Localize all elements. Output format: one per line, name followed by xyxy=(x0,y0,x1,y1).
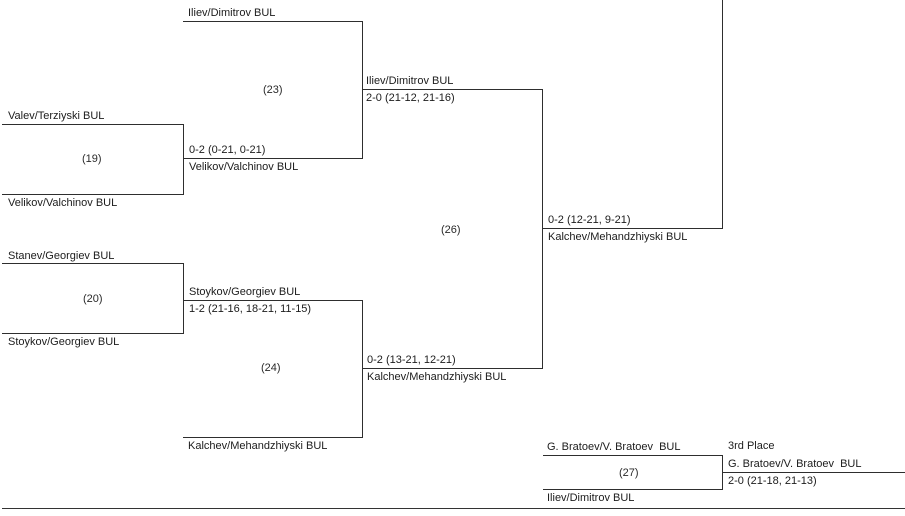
bracket-line xyxy=(362,89,543,90)
match23-score: 2-0 (21-12, 21-16) xyxy=(366,92,455,104)
bracket-line xyxy=(2,333,184,334)
bracket-line xyxy=(183,124,184,195)
match27-number: (27) xyxy=(619,467,639,479)
match19-winner: Velikov/Valchinov BUL xyxy=(189,161,299,173)
bracket-line xyxy=(183,21,363,22)
match27-score: 2-0 (21-18, 21-13) xyxy=(728,475,817,487)
bracket-line xyxy=(542,89,543,369)
bracket-line xyxy=(543,489,723,490)
match20-winner: Stoykov/Georgiev BUL xyxy=(189,286,301,298)
match23-number: (23) xyxy=(263,84,283,96)
bracket-line xyxy=(2,194,184,195)
match23-winner: Iliev/Dimitrov BUL xyxy=(366,75,454,87)
match24-score: 0-2 (13-21, 12-21) xyxy=(367,354,456,366)
bracket-line xyxy=(362,300,363,438)
match27-entrant-top: G. Bratoev/V. Bratoev BUL xyxy=(547,441,681,453)
match26-winner: Kalchev/Mehandzhiyski BUL xyxy=(548,231,688,243)
match24-number: (24) xyxy=(261,362,281,374)
match26-score: 0-2 (12-21, 9-21) xyxy=(548,214,631,226)
match19-entrant-top: Valev/Terziyski BUL xyxy=(8,110,105,122)
bracket-line xyxy=(362,21,363,159)
match26-number: (26) xyxy=(441,224,461,236)
bracket-line xyxy=(543,228,723,229)
match20-entrant-top: Stanev/Georgiev BUL xyxy=(8,250,115,262)
match23-entrant-top: Iliev/Dimitrov BUL xyxy=(188,7,276,19)
bracket-line xyxy=(183,437,363,438)
match20-entrant-bottom: Stoykov/Georgiev BUL xyxy=(8,336,120,348)
bracket-line xyxy=(2,124,184,125)
bracket-line xyxy=(362,368,543,369)
bracket-line xyxy=(183,300,363,301)
bracket-line xyxy=(543,455,723,456)
match20-number: (20) xyxy=(83,293,103,305)
bracket-line xyxy=(722,0,723,229)
bracket-line xyxy=(183,263,184,334)
bracket-line xyxy=(183,158,363,159)
third-place-title: 3rd Place xyxy=(728,440,775,452)
bracket-line xyxy=(722,472,905,473)
page-bottom-border xyxy=(2,508,905,509)
match20-score: 1-2 (21-16, 18-21, 11-15) xyxy=(189,303,312,315)
match24-winner: Kalchev/Mehandzhiyski BUL xyxy=(367,371,507,383)
match19-score: 0-2 (0-21, 0-21) xyxy=(189,144,266,156)
match27-entrant-bottom: Iliev/Dimitrov BUL xyxy=(547,492,635,504)
match27-winner: G. Bratoev/V. Bratoev BUL xyxy=(728,458,862,470)
match24-entrant-bottom: Kalchev/Mehandzhiyski BUL xyxy=(188,440,328,452)
bracket-line xyxy=(2,263,184,264)
match19-entrant-bottom: Velikov/Valchinov BUL xyxy=(8,197,118,209)
match19-number: (19) xyxy=(82,153,102,165)
